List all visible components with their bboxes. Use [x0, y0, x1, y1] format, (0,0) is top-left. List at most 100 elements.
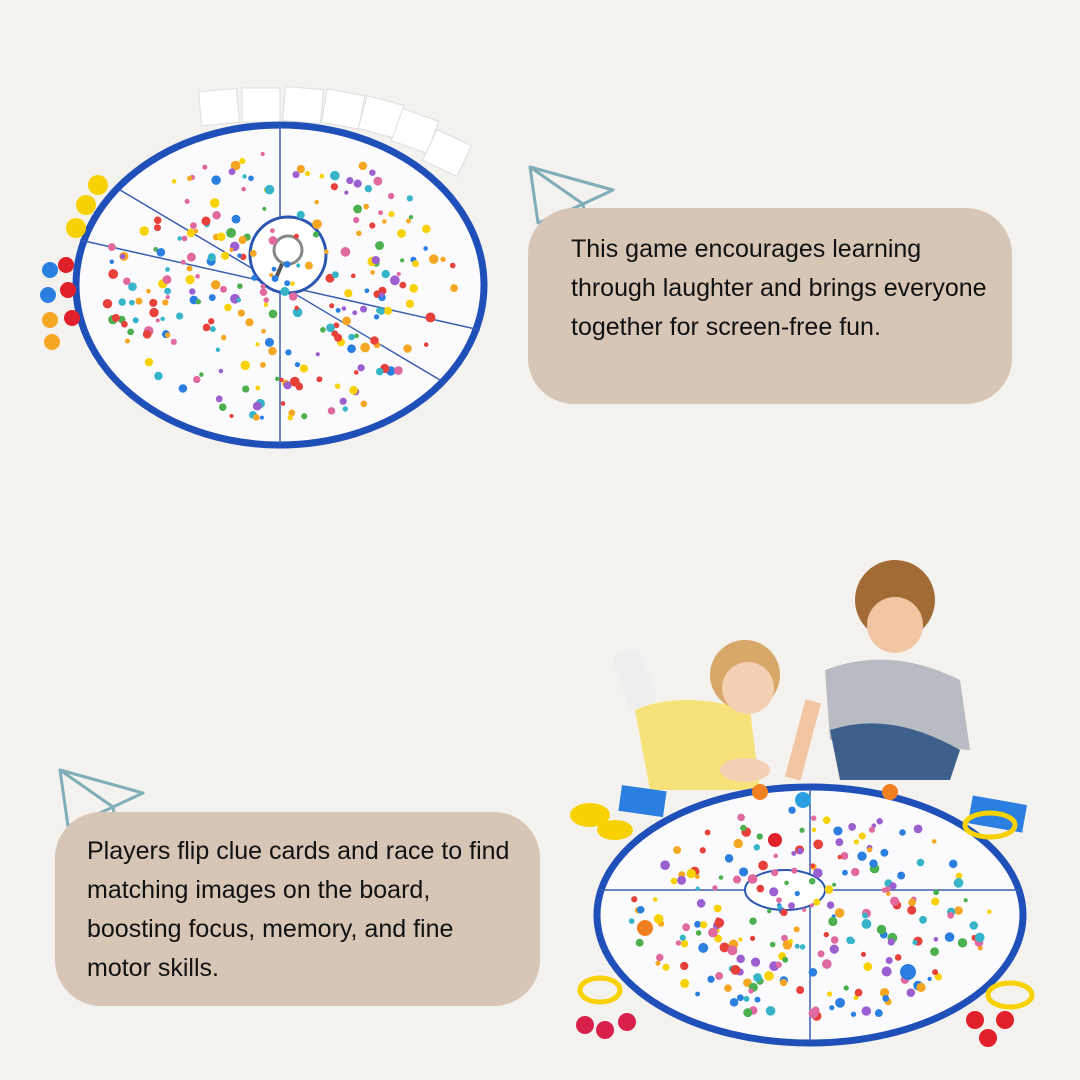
board-picture — [425, 312, 436, 323]
board-picture — [963, 898, 968, 903]
board-picture — [631, 896, 638, 903]
board-picture — [226, 227, 237, 238]
board-picture — [699, 847, 706, 854]
board-picture — [375, 241, 385, 251]
board-picture — [379, 292, 385, 298]
board-picture — [737, 994, 744, 1002]
board-picture — [834, 908, 845, 918]
board-picture — [171, 179, 177, 184]
clue-cards — [198, 85, 473, 178]
board-picture — [208, 318, 215, 325]
boy — [784, 560, 970, 781]
board-picture — [229, 413, 234, 419]
board-picture — [142, 330, 152, 339]
board-picture — [788, 806, 796, 814]
board-picture — [876, 924, 887, 935]
board-picture — [908, 898, 916, 907]
board-picture — [862, 912, 869, 919]
board-picture — [747, 874, 758, 884]
board-picture — [881, 887, 887, 893]
board-picture — [187, 175, 193, 182]
board-picture — [201, 216, 211, 226]
board-picture — [360, 305, 368, 313]
board-picture — [299, 364, 309, 373]
board-picture — [255, 342, 260, 347]
board-picture — [916, 982, 926, 993]
board-picture — [363, 203, 370, 210]
board-picture — [165, 267, 170, 272]
board-picture — [858, 832, 866, 840]
board-picture — [749, 935, 756, 941]
board-picture — [813, 898, 821, 906]
board-picture — [344, 289, 353, 298]
board-picture — [304, 261, 313, 270]
board-picture — [331, 271, 339, 279]
board-picture — [885, 956, 893, 964]
board-picture — [301, 413, 308, 420]
girl — [613, 640, 780, 790]
board-picture — [784, 880, 789, 886]
board-picture — [944, 932, 955, 942]
caption-box-bottom: Players flip clue cards and race to find… — [55, 812, 540, 1006]
board-picture — [144, 357, 154, 367]
board-picture — [813, 868, 823, 878]
board-picture — [312, 219, 322, 229]
board-picture — [422, 224, 431, 234]
board-picture — [754, 996, 761, 1003]
board-picture — [749, 917, 757, 925]
board-picture — [202, 164, 208, 170]
board-picture — [832, 882, 837, 887]
board-picture — [955, 872, 963, 880]
board-picture — [231, 214, 241, 224]
board-picture — [239, 157, 246, 165]
board-picture — [765, 1006, 776, 1016]
board-picture — [813, 839, 824, 850]
board-picture — [698, 942, 709, 953]
board-picture — [146, 288, 151, 294]
board-picture — [160, 316, 165, 322]
board-picture — [635, 938, 644, 947]
board-picture — [736, 954, 745, 964]
board-picture — [294, 305, 299, 311]
board-picture — [340, 247, 351, 257]
board-picture — [670, 877, 678, 885]
board-picture — [259, 288, 268, 296]
board-picture — [111, 313, 120, 322]
board-picture — [796, 986, 805, 994]
board-picture — [724, 984, 732, 992]
board-picture — [165, 295, 170, 300]
board-picture — [861, 1006, 872, 1016]
board-picture — [842, 869, 848, 876]
board-picture — [850, 1011, 857, 1017]
board-picture — [412, 260, 419, 268]
board-picture — [220, 251, 230, 260]
board-picture — [153, 216, 162, 224]
board-picture — [180, 259, 186, 265]
board-picture — [715, 972, 724, 980]
board-picture — [750, 957, 761, 967]
board-picture — [400, 258, 405, 263]
board-picture — [934, 973, 942, 981]
board-picture — [358, 161, 368, 171]
board-picture — [260, 151, 265, 157]
caption-text: Players flip clue cards and race to find… — [87, 837, 510, 982]
board-picture — [861, 919, 872, 929]
board-picture — [707, 975, 715, 983]
board-picture — [253, 414, 260, 421]
board-picture — [314, 199, 319, 205]
board-picture — [263, 297, 270, 303]
board-picture — [387, 192, 395, 200]
board-picture — [809, 903, 814, 908]
board-picture — [953, 878, 964, 888]
board-picture — [330, 170, 340, 181]
board-picture — [335, 307, 341, 313]
board-picture — [264, 184, 275, 195]
board-picture — [695, 886, 700, 891]
board-picture — [874, 1009, 883, 1018]
board-picture — [255, 385, 261, 391]
board-picture — [767, 908, 772, 914]
board-picture — [249, 249, 257, 257]
board-picture — [388, 211, 395, 218]
board-picture — [370, 336, 379, 345]
board-picture — [428, 254, 439, 264]
